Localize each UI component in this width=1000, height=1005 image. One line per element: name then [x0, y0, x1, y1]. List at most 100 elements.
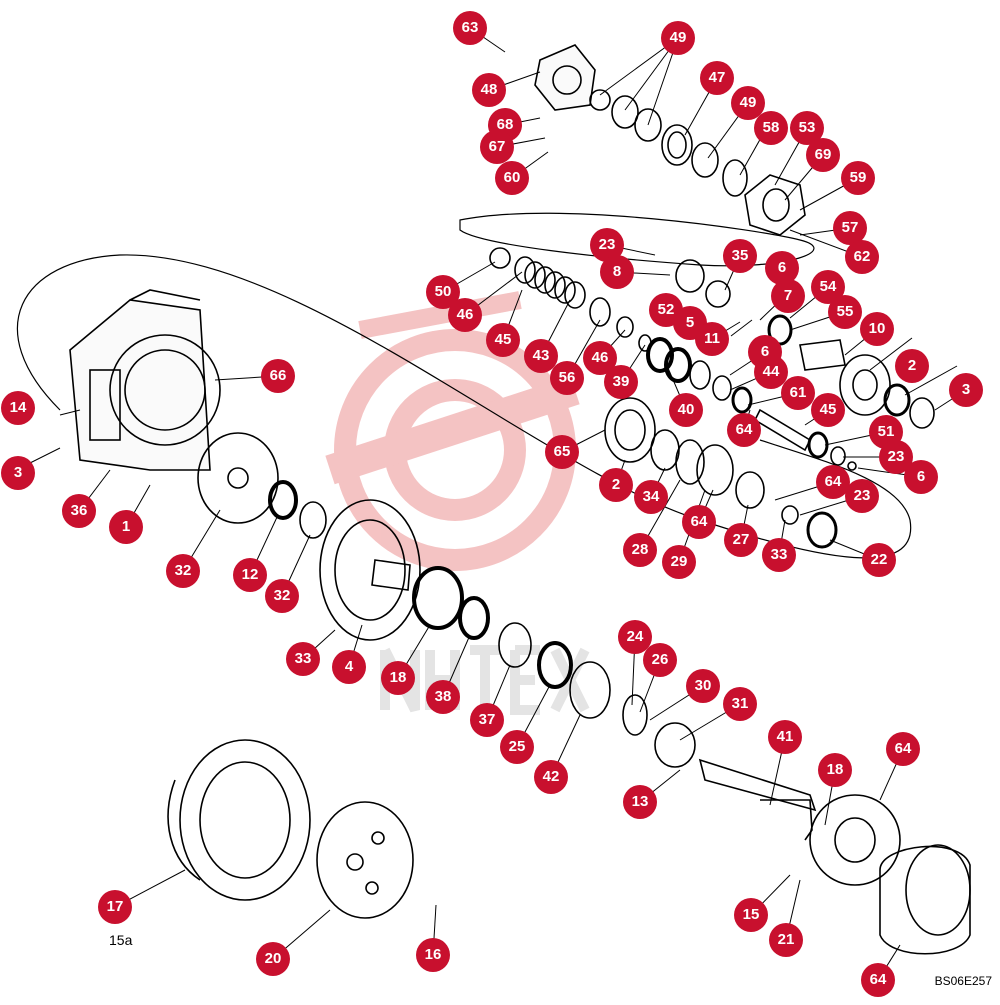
shaft-14 [753, 408, 812, 452]
part-callout-58[interactable]: 58 [754, 111, 788, 145]
part-callout-59[interactable]: 59 [841, 161, 875, 195]
part-callout-4[interactable]: 4 [332, 650, 366, 684]
part-callout-1[interactable]: 1 [109, 510, 143, 544]
ring-43 [689, 360, 711, 390]
part-callout-11[interactable]: 11 [695, 322, 729, 356]
part-callout-65[interactable]: 65 [545, 435, 579, 469]
part-callout-64[interactable]: 64 [727, 413, 761, 447]
part-callout-10[interactable]: 10 [860, 312, 894, 346]
ring-56 [616, 316, 634, 338]
part-callout-47[interactable]: 47 [700, 61, 734, 95]
seal-24 [412, 566, 464, 630]
part-callout-12[interactable]: 12 [233, 558, 267, 592]
assembly-loop [16, 254, 912, 559]
part-callout-52[interactable]: 52 [649, 293, 683, 327]
part-callout-2[interactable]: 2 [895, 349, 929, 383]
part-callout-48[interactable]: 48 [472, 73, 506, 107]
part-callout-26[interactable]: 26 [643, 643, 677, 677]
ring-33b [299, 501, 327, 539]
gasket-45b [646, 337, 674, 373]
ring-40 [909, 397, 935, 429]
part-callout-31[interactable]: 31 [723, 687, 757, 721]
part-callout-27[interactable]: 27 [724, 523, 758, 557]
cup-50 [489, 247, 511, 269]
carrier-12 [197, 432, 279, 524]
part-callout-6[interactable]: 6 [904, 460, 938, 494]
disc-49c [634, 108, 662, 142]
part-callout-45[interactable]: 45 [811, 393, 845, 427]
part-callout-37[interactable]: 37 [470, 703, 504, 737]
part-callout-29[interactable]: 29 [662, 545, 696, 579]
part-callout-64[interactable]: 64 [682, 505, 716, 539]
part-callout-46[interactable]: 46 [448, 298, 482, 332]
bearing-32b [268, 480, 298, 520]
part-callout-14[interactable]: 14 [1, 391, 35, 425]
ring-28 [696, 444, 734, 496]
part-callout-61[interactable]: 61 [781, 376, 815, 410]
part-callout-30[interactable]: 30 [686, 669, 720, 703]
bearing-30 [458, 596, 490, 640]
part-callout-28[interactable]: 28 [623, 533, 657, 567]
bearing-3b [807, 431, 829, 459]
part-callout-60[interactable]: 60 [495, 161, 529, 195]
plate-53 [744, 174, 806, 236]
part-callout-21[interactable]: 21 [769, 923, 803, 957]
part-callout-16[interactable]: 16 [416, 938, 450, 972]
washer-22 [781, 505, 799, 525]
part-callout-3[interactable]: 3 [1, 456, 35, 490]
part-callout-66[interactable]: 66 [261, 359, 295, 393]
gear-11 [839, 354, 891, 416]
adaptor-part-48 [534, 44, 596, 111]
part-callout-17[interactable]: 17 [98, 890, 132, 924]
part-callout-18[interactable]: 18 [818, 753, 852, 787]
part-callout-32[interactable]: 32 [265, 579, 299, 613]
part-callout-8[interactable]: 8 [600, 255, 634, 289]
drum-part-19 [879, 844, 971, 955]
housing-part-15 [167, 739, 311, 901]
part-callout-13[interactable]: 13 [623, 785, 657, 819]
ring-49d [691, 142, 719, 178]
part-callout-7[interactable]: 7 [771, 279, 805, 313]
part-callout-62[interactable]: 62 [845, 240, 879, 274]
part-callout-56[interactable]: 56 [550, 361, 584, 395]
part-callout-33[interactable]: 33 [286, 642, 320, 676]
part-callout-64[interactable]: 64 [861, 963, 895, 997]
part-callout-64[interactable]: 64 [886, 732, 920, 766]
part-callout-32[interactable]: 32 [166, 554, 200, 588]
part-callout-22[interactable]: 22 [862, 543, 896, 577]
part-callout-45[interactable]: 45 [486, 323, 520, 357]
part-callout-3[interactable]: 3 [949, 373, 983, 407]
part-callout-67[interactable]: 67 [480, 130, 514, 164]
part-callout-35[interactable]: 35 [723, 239, 757, 273]
part-callout-36[interactable]: 36 [62, 494, 96, 528]
part-callout-34[interactable]: 34 [634, 480, 668, 514]
cover-part-16 [316, 801, 414, 919]
figure-code: BS06E257 [934, 974, 992, 988]
part-callout-38[interactable]: 38 [426, 680, 460, 714]
part-callout-41[interactable]: 41 [768, 720, 802, 754]
part-callout-63[interactable]: 63 [453, 11, 487, 45]
bearing-32 [806, 511, 838, 549]
part-callout-49[interactable]: 49 [661, 21, 695, 55]
part-callout-55[interactable]: 55 [828, 295, 862, 329]
oring-58 [722, 159, 748, 197]
part-callout-64[interactable]: 64 [816, 465, 850, 499]
part-callout-44[interactable]: 44 [754, 355, 788, 389]
part-callout-43[interactable]: 43 [524, 339, 558, 373]
part-callout-18[interactable]: 18 [381, 661, 415, 695]
part-callout-25[interactable]: 25 [500, 730, 534, 764]
part-callout-69[interactable]: 69 [806, 138, 840, 172]
ring-2b [830, 446, 846, 466]
part-callout-33[interactable]: 33 [762, 538, 796, 572]
clutch-pack-45 [514, 256, 586, 309]
part-callout-23[interactable]: 23 [845, 479, 879, 513]
part-callout-20[interactable]: 20 [256, 942, 290, 976]
part-callout-57[interactable]: 57 [833, 211, 867, 245]
part-callout-42[interactable]: 42 [534, 760, 568, 794]
part-callout-2[interactable]: 2 [599, 468, 633, 502]
part-callout-40[interactable]: 40 [669, 393, 703, 427]
part-callout-39[interactable]: 39 [604, 365, 638, 399]
pinion-10 [799, 339, 846, 371]
part-callout-15[interactable]: 15 [734, 898, 768, 932]
